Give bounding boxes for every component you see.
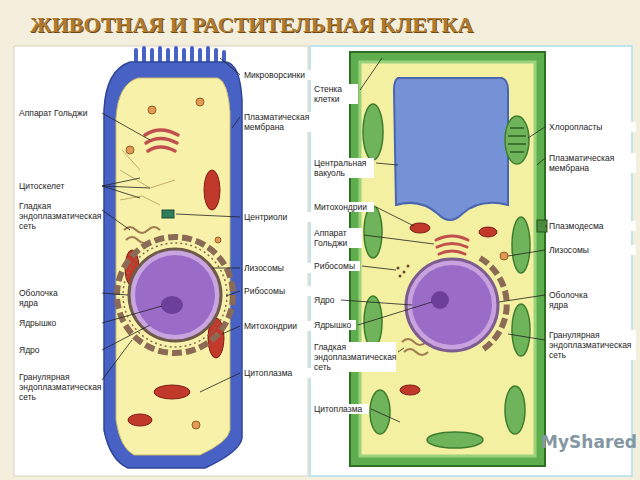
part-label: Цитоплазма [313,404,369,414]
part-label: Гранулярная эндоплазматическая сеть [548,330,636,360]
plant-nucleus [412,265,492,345]
plant-lysosome [500,252,508,260]
watermark: MyShared [541,432,637,452]
part-label: Микроворсинки [243,70,311,80]
part-label: Гладкая эндоплазматическая сеть [18,201,100,231]
part-label: Аппарат Гольджи [18,108,100,118]
animal-nucleus-envelope [129,249,221,341]
part-label: Цитоплазма [243,368,311,378]
part-label: Оболочка ядра [18,288,68,308]
animal-nucleolus [161,296,183,314]
animal-panel [14,46,308,476]
part-label: Ядрышко [18,318,100,328]
centriole [162,210,174,218]
plant-nucleolus [431,291,449,309]
plant-cytoplasm [360,62,535,456]
part-label: Рибосомы [243,286,311,296]
vacuole [394,78,508,220]
part-label: Цитоскелет [18,181,100,191]
plant-panel [310,46,632,476]
plant-ribosomes [397,265,410,278]
part-label: Гладкая эндоплазматическая сеть [313,342,396,372]
part-label: Аппарат Гольджи [313,228,362,248]
ribosome-dots [123,243,227,347]
part-label: Митохондрии [243,321,311,331]
part-label: Гранулярная эндоплазматическая сеть [18,372,100,402]
part-label: Рибосомы [313,261,360,271]
chloroplasts [363,104,530,448]
animal-nucleus [135,255,215,335]
animal-cytoplasm [116,78,230,455]
part-label: Лизосомы [548,245,636,255]
chloroplast-stripes [508,128,526,152]
lysosomes [126,98,221,429]
part-label: Плазмодесма [548,221,636,231]
part-label: Плазматическая мембрана [243,112,311,132]
cell-wall [350,52,545,466]
golgi [145,130,178,151]
plant-mitochondria [400,223,497,395]
leader-lines [102,58,547,422]
cytoskeleton [120,150,175,205]
plant-golgi [436,236,468,254]
plant-nucleus-envelope [406,259,498,351]
page-title: ЖИВОТНАЯ И РАСТИТЕЛЬНАЯ КЛЕТКА [30,12,473,38]
plasmodesma [537,220,547,232]
part-label: Хлоропласты [548,122,636,132]
part-label: Митохондрии [313,202,374,212]
part-label: Плазматическая мембрана [548,153,636,173]
part-label: Лизосомы [243,263,311,273]
granular-er [117,237,233,353]
part-label: Центриоли [243,212,311,222]
part-label: Стенка клетки [313,84,358,104]
part-label: Ядрышко [313,320,356,330]
part-label: Ядро [18,345,100,355]
part-label: Центральная вакуоль [313,158,374,178]
part-label: Оболочка ядра [548,290,600,310]
part-label: Ядро [313,295,339,305]
animal-cell-outline [104,62,242,468]
